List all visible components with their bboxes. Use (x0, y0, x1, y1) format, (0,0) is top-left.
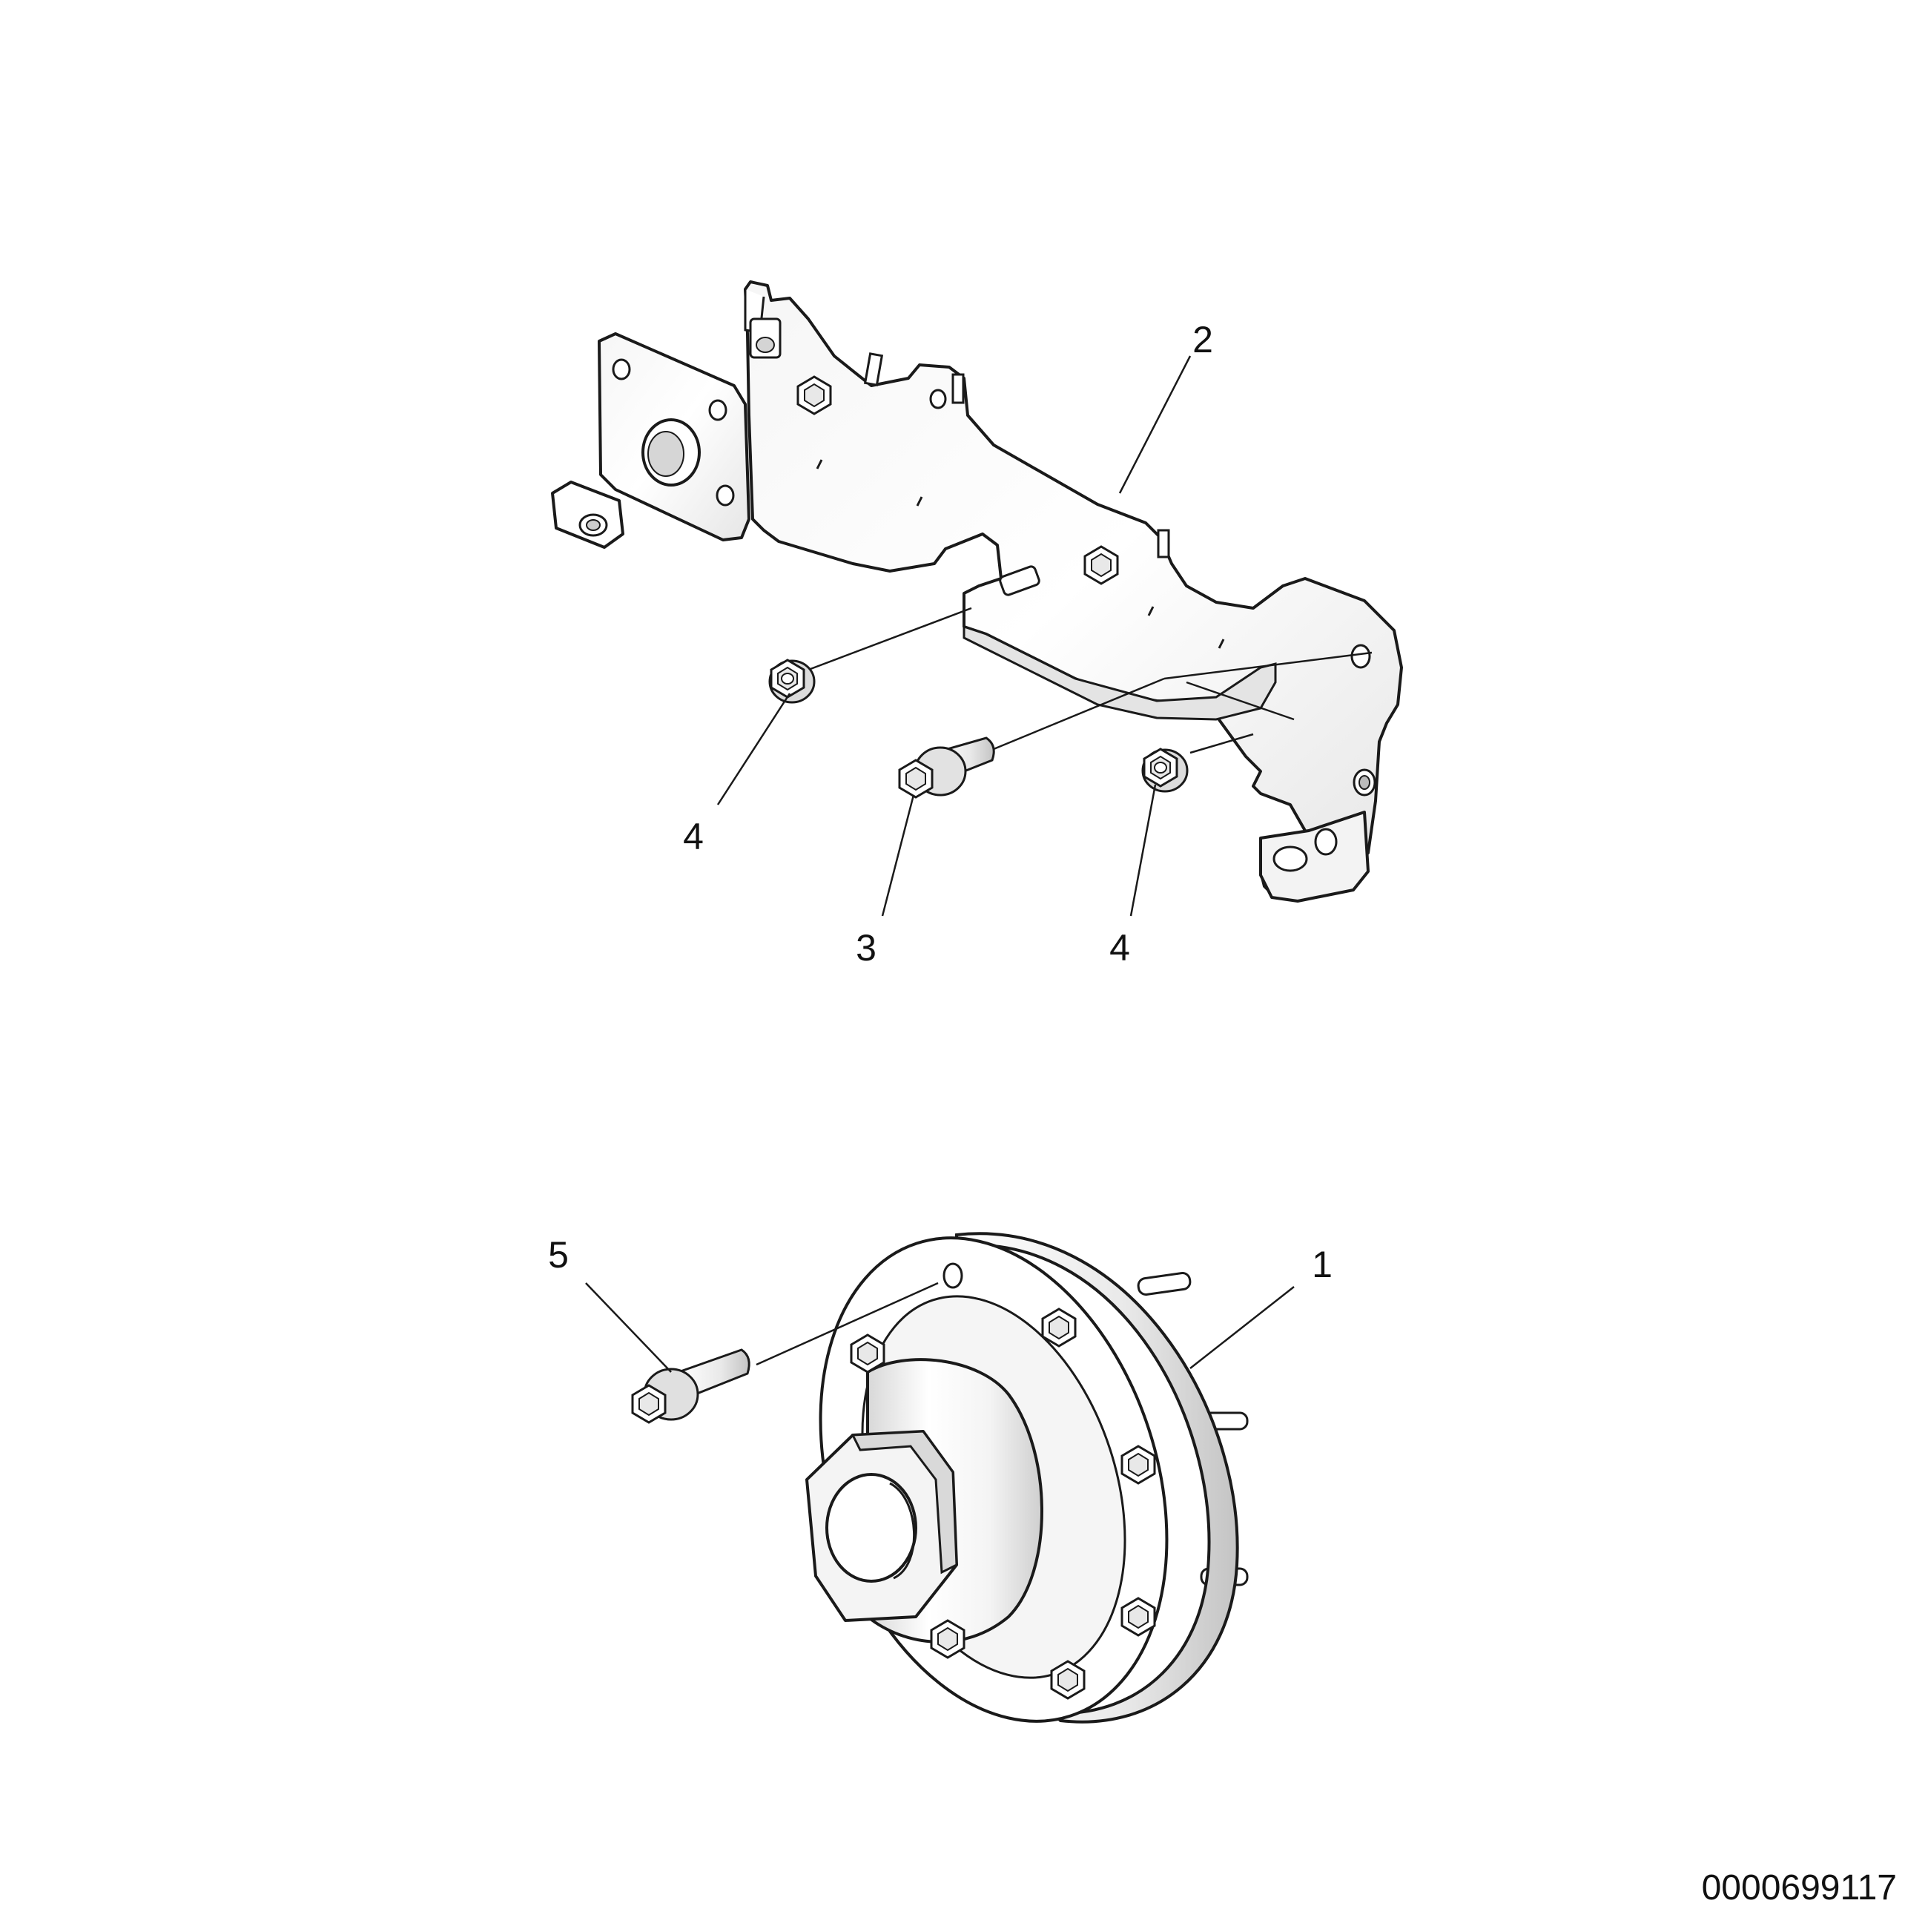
bracket-slot-hole (929, 389, 947, 409)
hub-bolt (631, 1348, 750, 1424)
flange-bolt (898, 736, 995, 799)
hex-nut-right (1141, 748, 1189, 793)
leader-lines-upper (716, 355, 1192, 917)
bracket-small-hole (612, 358, 631, 380)
assembly-lines-upper (804, 607, 1373, 754)
bracket-fold (963, 624, 1277, 721)
flange-empty-hole (942, 1262, 963, 1289)
bracket-right-ear (1259, 811, 1370, 903)
mounting-bracket (551, 280, 1403, 903)
bracket-main-arm (744, 280, 1403, 899)
callout-4-right: 4 (1109, 927, 1130, 969)
hex-nut-left (768, 659, 816, 704)
hub-assembly (805, 1232, 1249, 1724)
callout-2: 2 (1192, 319, 1213, 360)
hub-cap (825, 1473, 917, 1583)
callout-4-left: 4 (683, 816, 704, 857)
callout-5: 5 (548, 1234, 569, 1276)
leader-lines-lower (585, 1282, 1295, 1373)
callout-3: 3 (856, 927, 876, 969)
callout-1: 1 (1312, 1244, 1333, 1285)
drawing-number: 0000699117 (1701, 1868, 1897, 1908)
